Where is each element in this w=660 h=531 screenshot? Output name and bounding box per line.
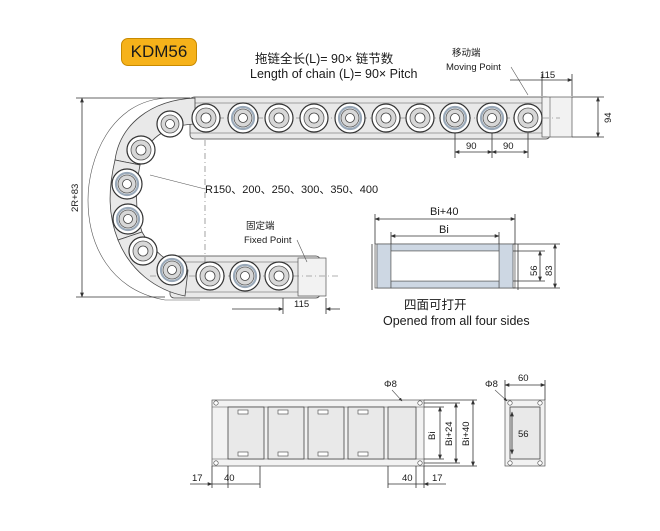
dim-width-inner-value: Bi: [439, 224, 449, 236]
end-bracket-view: [504, 399, 546, 467]
roller: [264, 261, 294, 291]
roller: [439, 102, 471, 134]
dim-top-view-bottom: 17 40 40 17: [190, 466, 446, 488]
moving-point-en: Moving Point: [446, 62, 501, 73]
cross-section-cavity: [390, 250, 500, 282]
hole-diameter-1-leader: [391, 389, 403, 402]
dim-bracket-width-value: 60: [518, 373, 529, 384]
opened-cn: 四面可打开: [404, 298, 467, 312]
lower-rollers: [195, 260, 294, 292]
roller: [156, 110, 184, 138]
dim-end-length-bottom-value: 115: [294, 299, 309, 310]
moving-end-bracket: [541, 96, 573, 138]
dim-bracket-height-value: 56: [518, 429, 529, 440]
roller: [227, 102, 259, 134]
roller: [299, 103, 329, 133]
cross-section-left-side: [376, 243, 392, 289]
radius-leader: [149, 174, 206, 190]
dim-height-outer-value: 94: [603, 112, 614, 123]
roller: [476, 102, 508, 134]
roller: [513, 103, 543, 133]
top-view-link-4: [347, 406, 385, 460]
top-view-link-3: [307, 406, 345, 460]
top-view-link-5: [387, 406, 417, 460]
hole-diameter-2: Φ8: [485, 379, 498, 390]
cross-section-bottom-bar: [390, 280, 500, 289]
roller: [229, 260, 261, 292]
dim-bi24-value: Bi+24: [444, 421, 455, 446]
fixed-end-bracket: [297, 257, 327, 297]
dim-end-length-bottom: 115: [232, 298, 340, 314]
upper-rollers: [191, 102, 543, 134]
opened-en: Opened from all four sides: [383, 314, 530, 328]
roller: [128, 236, 158, 266]
dim-side-a-value: 17: [192, 473, 203, 484]
dim-side-b-value: 40: [224, 473, 235, 484]
dim-width-inner: Bi: [390, 224, 500, 244]
roller: [334, 102, 366, 134]
radius-options: R150、200、250、300、350、400: [205, 184, 378, 196]
dim-bi-value: Bi: [427, 432, 438, 440]
fixed-point-leader: [296, 239, 308, 263]
hole-diameter-1: Φ8: [384, 379, 397, 390]
roller: [111, 168, 143, 200]
dim-side-d-value: 17: [432, 473, 443, 484]
top-view-link-1: [227, 406, 265, 460]
dim-end-length-top-value: 115: [540, 70, 555, 81]
cross-section: [371, 243, 519, 290]
fixed-point-en: Fixed Point: [244, 235, 292, 246]
roller: [264, 103, 294, 133]
dim-pitch: 90 90: [454, 133, 529, 158]
dim-bracket-width: 60: [504, 373, 546, 400]
roller: [112, 203, 144, 235]
fixed-point-cn: 固定端: [246, 220, 275, 232]
dim-pitch-2-value: 90: [503, 141, 514, 152]
bend-rollers: [111, 110, 188, 286]
roller: [126, 135, 156, 165]
cross-section-top-bar: [390, 243, 500, 252]
roller: [191, 103, 221, 133]
top-view: [211, 399, 425, 467]
top-view-link-2: [267, 406, 305, 460]
dim-side-c-value: 40: [402, 473, 413, 484]
moving-point-leader: [510, 66, 529, 96]
roller: [195, 261, 225, 291]
model-badge: KDM56: [121, 38, 197, 66]
moving-point-cn: 移动端: [452, 47, 481, 59]
dim-end-length-top: 115: [510, 70, 573, 96]
dim-outer-height-value: 83: [544, 265, 555, 276]
roller: [405, 103, 435, 133]
dim-section-heights: 56 83: [513, 243, 560, 289]
dim-height-outer: 94: [572, 96, 614, 138]
chain-side-view: [87, 96, 573, 301]
end-bracket-plate: [509, 406, 541, 460]
dim-width-outer: Bi+40: [374, 206, 516, 244]
chain-length-en: Length of chain (L)= 90× Pitch: [250, 67, 418, 81]
cross-section-right-side: [498, 243, 514, 289]
dim-inner-height-value: 56: [529, 265, 540, 276]
roller: [156, 254, 188, 286]
dim-width-outer-value: Bi+40: [430, 206, 458, 218]
chain-length-cn: 拖链全长(L)= 90× 链节数: [255, 51, 394, 66]
dim-bend-height-value: 2R+83: [70, 184, 81, 212]
dim-top-view-widths: Bi Bi+24 Bi+40: [424, 399, 477, 467]
roller: [371, 103, 401, 133]
dim-bi40-value: Bi+40: [461, 421, 472, 446]
dim-bracket-height: 56: [510, 411, 529, 455]
bend-link-1: [114, 97, 196, 166]
dim-bend-height: 2R+83: [70, 97, 190, 298]
top-view-holes: [213, 400, 423, 466]
dim-pitch-1-value: 90: [466, 141, 477, 152]
